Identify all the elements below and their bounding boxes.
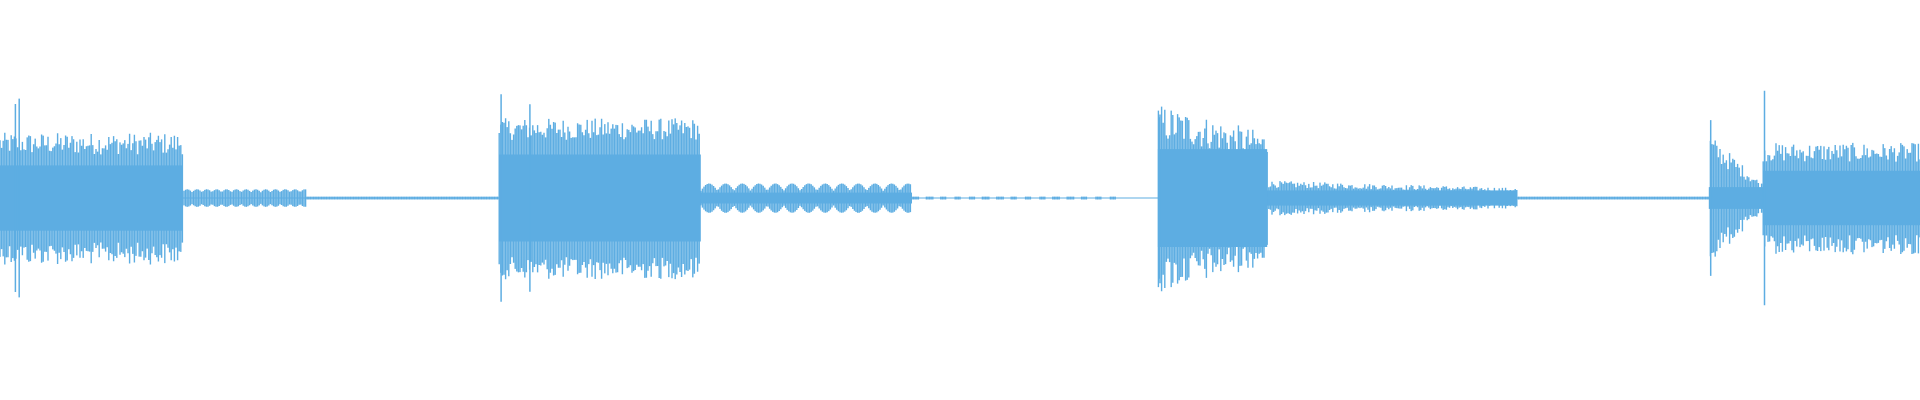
waveform-body xyxy=(0,106,1920,292)
waveform-bars xyxy=(0,90,1920,306)
